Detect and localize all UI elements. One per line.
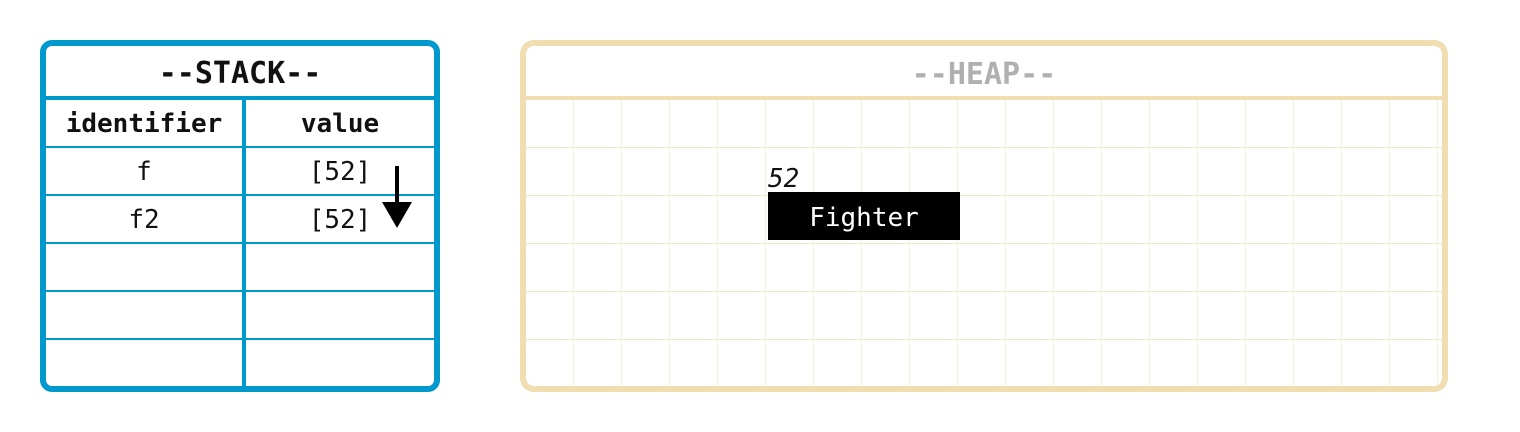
stack-row xyxy=(46,244,434,292)
stack-row: f [52] xyxy=(46,148,434,196)
heap-title: --HEAP-- xyxy=(526,46,1442,100)
arrow-down-icon xyxy=(382,166,412,228)
stack-identifier-cell: f xyxy=(136,157,152,187)
stack-identifier-cell xyxy=(46,244,242,290)
stack-value-cell xyxy=(246,244,434,290)
stack-value-cell: [52] xyxy=(308,157,372,187)
stack-row xyxy=(46,292,434,340)
heap-object-address: 52 xyxy=(768,164,800,194)
heap-grid xyxy=(526,100,1442,386)
stack-table: identifier value f [52] f2 [52] xyxy=(46,100,434,386)
stack-title: --STACK-- xyxy=(46,46,434,100)
heap-object[interactable]: Fighter xyxy=(768,192,960,240)
stack-row: f2 [52] xyxy=(46,196,434,244)
stack-row xyxy=(46,340,434,386)
stack-identifier-cell xyxy=(46,292,242,338)
identifier-column-header: identifier xyxy=(65,109,223,139)
stack-panel: --STACK-- identifier value f [52] f2 [52… xyxy=(40,40,440,392)
stack-column-divider xyxy=(242,100,246,386)
stack-value-cell xyxy=(246,340,434,386)
stack-identifier-cell: f2 xyxy=(128,205,160,235)
value-column-header: value xyxy=(300,109,380,139)
stack-value-cell xyxy=(246,292,434,338)
stack-header-row: identifier value xyxy=(46,100,434,148)
stack-value-cell: [52] xyxy=(308,205,372,235)
stack-identifier-cell xyxy=(46,340,242,386)
heap-panel: --HEAP-- xyxy=(520,40,1448,392)
